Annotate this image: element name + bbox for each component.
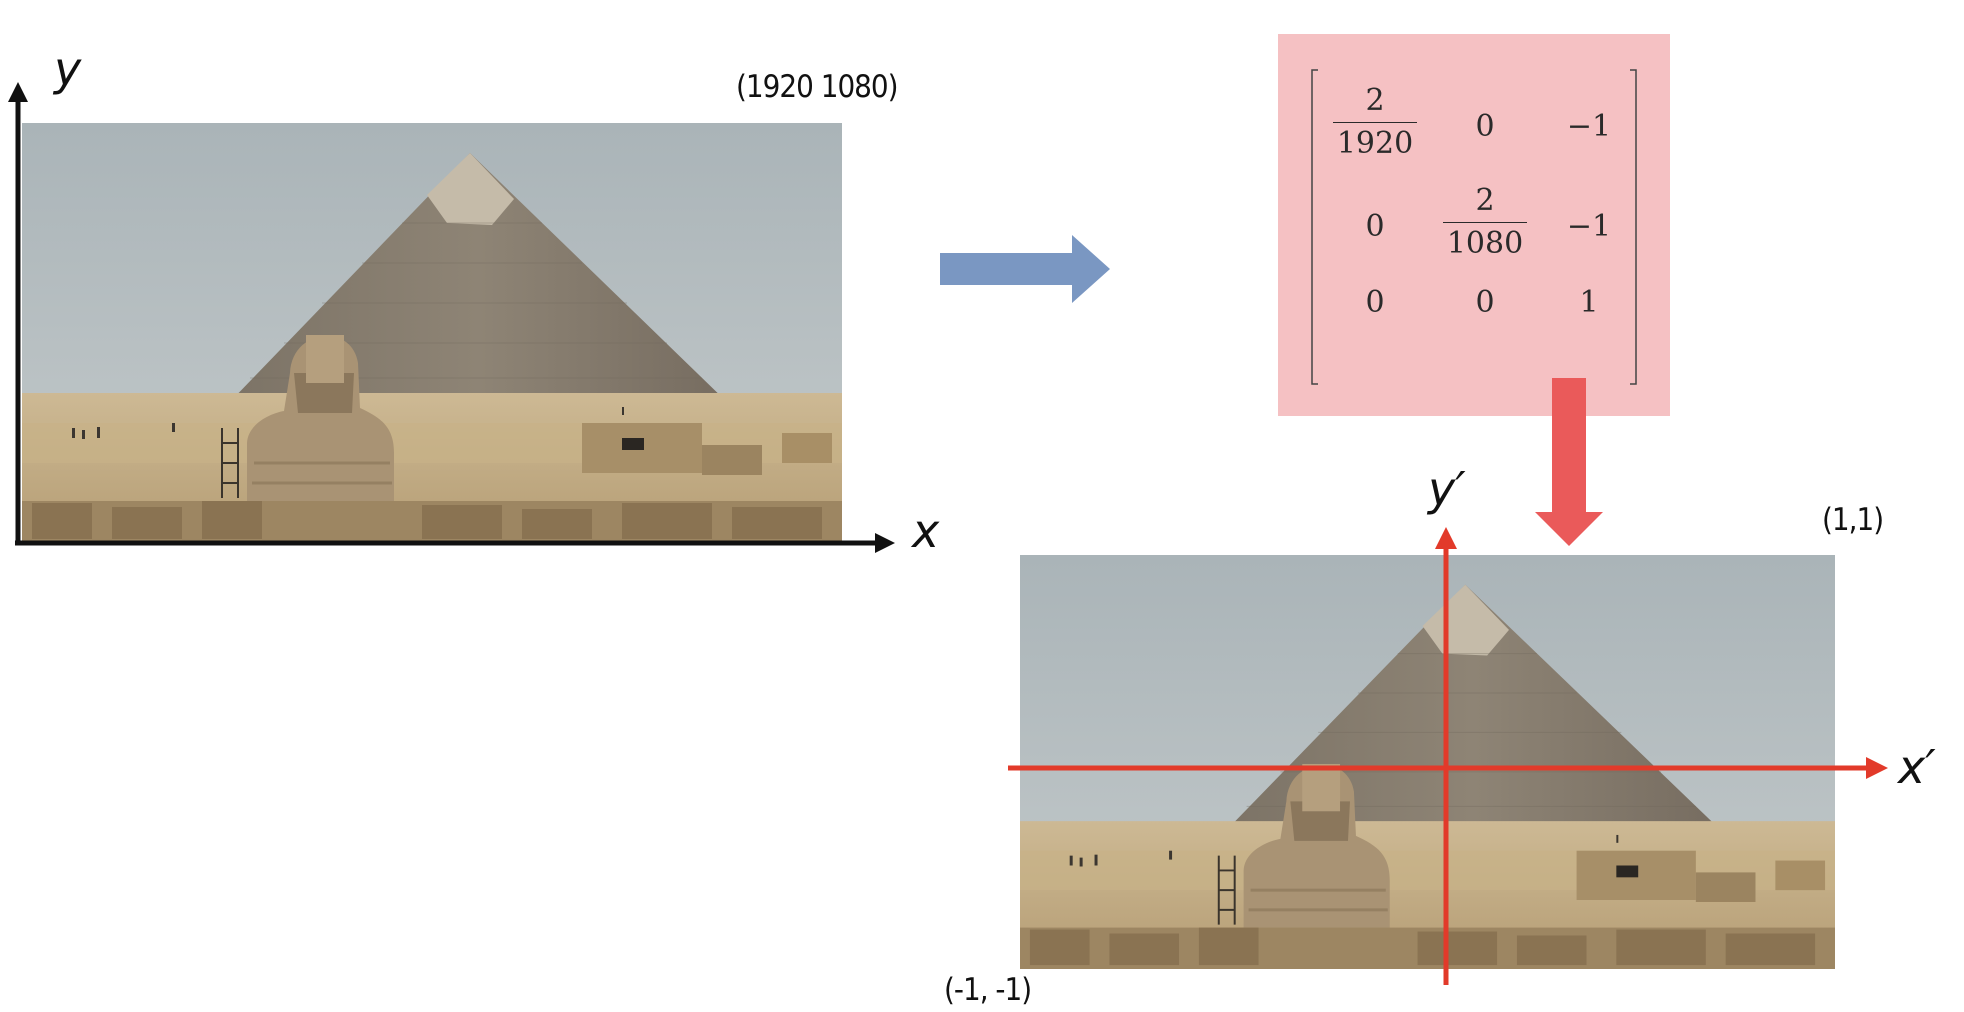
transform-matrix: 2 1920 0 −1 0 2 1080 −1 0 0 1 — [1278, 34, 1670, 416]
transform-arrow — [940, 235, 1110, 303]
target-top-right-coordinate: (1,1) — [1822, 502, 1884, 538]
source-corner-coordinate: (1920 1080) — [736, 69, 899, 105]
matrix-entry-r3c1: 0 — [1365, 285, 1385, 320]
matrix-entry-r3c2: 0 — [1475, 285, 1495, 320]
fraction-denominator: 1080 — [1442, 222, 1528, 259]
matrix-entry-r2c1: 0 — [1365, 209, 1385, 244]
fraction-numerator: 2 — [1475, 183, 1495, 218]
matrix-entry-r1c3: −1 — [1566, 109, 1612, 144]
source-x-label: x — [912, 504, 940, 558]
source-y-label: y — [54, 42, 82, 96]
matrix-brackets — [1311, 69, 1637, 385]
matrix-entry-r1c1: 2 1920 — [1320, 86, 1430, 159]
matrix-entry-r2c3: −1 — [1566, 209, 1612, 244]
fraction-denominator: 1920 — [1332, 122, 1418, 159]
apply-matrix-arrow — [1535, 378, 1603, 546]
source-y-arrowhead — [8, 82, 28, 102]
target-y-label: y′ — [1428, 462, 1466, 516]
matrix-entry-r3c3: 1 — [1579, 285, 1599, 320]
target-x-arrowhead — [1866, 757, 1888, 779]
matrix-entries: 2 1920 0 −1 0 2 1080 −1 0 0 1 — [1278, 34, 1670, 416]
target-y-arrowhead — [1435, 527, 1457, 549]
target-bottom-left-coordinate: (-1, -1) — [944, 972, 1032, 1008]
fraction-numerator: 2 — [1365, 83, 1385, 118]
target-x-label: x′ — [1898, 740, 1936, 794]
matrix-entry-r2c2: 2 1080 — [1430, 186, 1540, 259]
source-x-arrowhead — [875, 533, 895, 553]
matrix-entry-r1c2: 0 — [1475, 109, 1495, 144]
